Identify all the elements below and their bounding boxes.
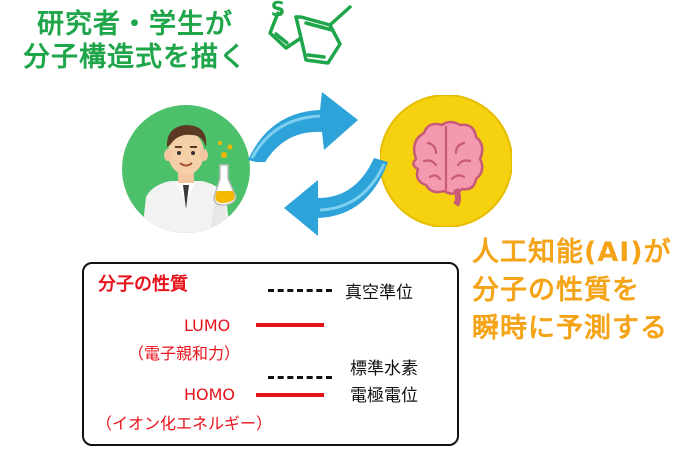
ai-brain-icon — [380, 95, 512, 227]
she-dashed-line — [268, 376, 332, 379]
sulfur-atom-label: S — [271, 0, 285, 21]
lumo-level-line — [256, 323, 324, 327]
benzothiophene-structure-icon: S — [268, 0, 352, 65]
homo-label: HOMO — [184, 385, 236, 404]
homo-level-line — [256, 393, 324, 397]
ai-caption: 人工知能(AI)が 分子の性質を 瞬時に予測する — [472, 234, 687, 348]
researcher-caption-line2: 分子構造式を描く — [23, 42, 247, 73]
scientist-icon — [122, 105, 250, 233]
properties-title: 分子の性質 — [98, 274, 188, 295]
researcher-caption: 研究者・学生が 分子構造式を描く — [10, 8, 260, 74]
ai-caption-line1: 人工知能(AI)が — [472, 237, 672, 268]
upper-curved-arrow-icon — [248, 92, 358, 162]
lumo-label: LUMO — [184, 316, 231, 335]
vacuum-level-dashed-line — [268, 289, 332, 292]
she-label-line2: 電極電位 — [350, 386, 418, 406]
ai-caption-line3: 瞬時に予測する — [472, 313, 668, 344]
she-label-line1: 標準水素 — [350, 359, 418, 379]
ai-caption-line2: 分子の性質を — [472, 275, 640, 306]
lower-curved-arrow-icon — [284, 158, 388, 236]
molecular-properties-box — [82, 262, 459, 446]
lumo-note: （電子親和力） — [128, 344, 241, 363]
homo-note: （イオン化エネルギー） — [96, 414, 273, 433]
vacuum-level-label: 真空準位 — [345, 283, 413, 303]
researcher-caption-line1: 研究者・学生が — [37, 9, 233, 40]
